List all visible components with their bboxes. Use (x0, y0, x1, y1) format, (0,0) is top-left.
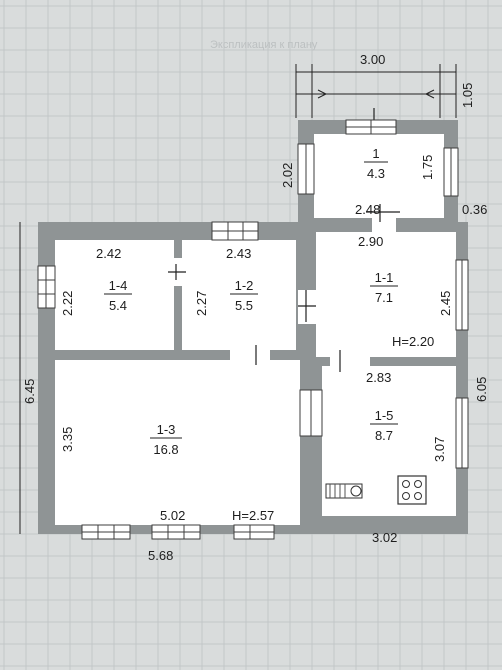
dim-1-1-height: 2.45 (438, 291, 453, 316)
svg-text:1-1: 1-1 (375, 270, 394, 285)
svg-text:1: 1 (372, 146, 379, 161)
window-top-main (211, 221, 259, 241)
svg-text:5.5: 5.5 (235, 298, 253, 313)
svg-text:1-4: 1-4 (109, 278, 128, 293)
dim-1-3-width: 5.02 (160, 508, 185, 523)
rooms (55, 134, 456, 525)
dim-porch-left: 2.02 (280, 163, 295, 188)
window-1-1-right (455, 259, 469, 331)
windows (37, 119, 469, 540)
window-1-3-bottom-1 (81, 524, 131, 540)
window-porch-right (443, 147, 459, 197)
dim-porch-width: 3.00 (360, 52, 385, 67)
room-label-1-5: 1-5 8.7 (370, 408, 398, 443)
room-labels: 1 4.3 1-4 5.4 1-2 5.5 1-1 7.1 1-3 16.8 1… (104, 146, 398, 457)
room-label-1: 1 4.3 (364, 146, 388, 181)
watermark-text: Экспликация к плану (210, 39, 318, 51)
dim-1-4-height: 2.22 (60, 291, 75, 316)
room-label-1-2: 1-2 5.5 (230, 278, 258, 313)
window-1-3-bottom-2 (151, 524, 201, 540)
svg-text:1-2: 1-2 (235, 278, 254, 293)
svg-text:16.8: 16.8 (153, 442, 178, 457)
stove-icon (397, 475, 427, 505)
dim-1-3-height: 3.35 (60, 427, 75, 452)
dimension-labels: 3.00 1.05 2.02 1.75 2.48 0.36 6.45 5.68 … (22, 52, 489, 563)
window-porch-left (297, 143, 315, 195)
dim-1-5-width: 2.83 (366, 370, 391, 385)
radiator-icon (325, 483, 363, 499)
svg-text:5.4: 5.4 (109, 298, 127, 313)
room-1-2 (182, 240, 296, 350)
window-1-5-right (455, 397, 469, 469)
dim-porch-depth: 1.05 (460, 83, 475, 108)
dim-total-width: 5.68 (148, 548, 173, 563)
dim-porch-right: 1.75 (420, 155, 435, 180)
dim-kitchen-bottom: 3.02 (372, 530, 397, 545)
room-1-1 (316, 232, 456, 357)
dim-1-2-height: 2.27 (194, 291, 209, 316)
window-partition (299, 389, 323, 437)
dim-1-1-ceiling: H=2.20 (392, 334, 434, 349)
window-porch-top (345, 119, 397, 135)
dim-right-total: 6.05 (474, 377, 489, 402)
svg-text:7.1: 7.1 (375, 290, 393, 305)
room-label-1-1: 1-1 7.1 (370, 270, 398, 305)
dim-1-4-width: 2.42 (96, 246, 121, 261)
room-1-4 (55, 240, 174, 350)
svg-text:8.7: 8.7 (375, 428, 393, 443)
dim-1-1-width: 2.90 (358, 234, 383, 249)
dim-1-3-ceiling: H=2.57 (232, 508, 274, 523)
room-1-3 (55, 360, 300, 525)
window-1-4-left (37, 265, 56, 309)
svg-text:1-3: 1-3 (157, 422, 176, 437)
dim-wall-offset: 0.36 (462, 202, 487, 217)
dimension-lines (19, 64, 457, 534)
room-label-1-4: 1-4 5.4 (104, 278, 132, 313)
dim-total-height: 6.45 (22, 379, 37, 404)
window-1-3-bottom-3 (233, 524, 275, 540)
svg-text:4.3: 4.3 (367, 166, 385, 181)
svg-text:1-5: 1-5 (375, 408, 394, 423)
room-1-porch (314, 134, 444, 218)
room-label-1-3: 1-3 16.8 (150, 422, 182, 457)
dim-porch-bottom: 2.48 (355, 202, 380, 217)
dim-1-5-height: 3.07 (432, 437, 447, 462)
dim-1-2-width: 2.43 (226, 246, 251, 261)
